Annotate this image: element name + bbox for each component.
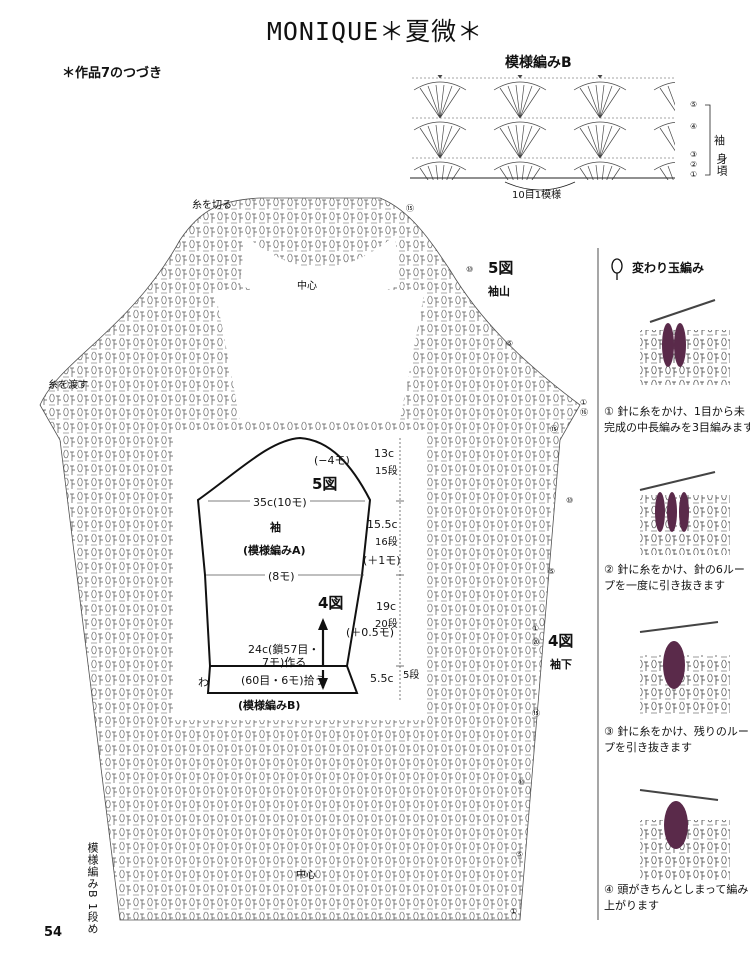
schematic-pattern-a: (模様編みA) <box>243 544 306 557</box>
fig5-name: 袖山 <box>488 285 510 298</box>
row-marker: ① <box>510 907 518 916</box>
pattern-b-repeat-label: 10目1模様 <box>512 190 562 201</box>
dim-height-55: 5.5c <box>370 672 394 685</box>
pattern-b-row-2: ② <box>690 160 698 169</box>
technique-step-2: ② 針に糸をかけ、針の6ループを一度に引き抜きます <box>604 562 750 594</box>
schematic-cast-on-1: 24c(鎖57目・ <box>248 643 320 656</box>
step4-illustration <box>639 789 730 880</box>
row-marker: ⑩ <box>466 265 474 274</box>
step-number: ① <box>604 405 614 418</box>
dim-height-19: 19c <box>376 600 397 613</box>
step-text: 針に糸をかけ、針の6ループを一度に引き抜きます <box>604 563 745 592</box>
schematic-plus1: (＋1モ) <box>363 554 401 567</box>
pattern-b-title: 模様編みB <box>505 55 572 71</box>
step-text: 頭がきちんとしまって編み上がります <box>604 883 749 912</box>
technique-step-4: ④ 頭がきちんとしまって編み上がります <box>604 882 750 914</box>
page-title: MONIQUE＊夏微＊ <box>266 17 484 46</box>
pattern-b-body-label: 身頃 <box>715 153 728 177</box>
row-marker: ⑯ <box>580 408 588 417</box>
technique-title: 変わり玉編み <box>632 261 705 275</box>
row-marker: ⑤ <box>516 850 524 859</box>
pattern-b-row-1: ① <box>690 170 698 179</box>
schematic-8mo: (8モ) <box>265 568 298 584</box>
center-bottom-label: 中心 <box>296 870 316 881</box>
row-marker: ⑮ <box>532 709 540 718</box>
row-marker: ⑮ <box>406 204 414 213</box>
fig4-label: 4図 <box>548 632 574 650</box>
schematic-piece-name: 袖 <box>270 521 281 534</box>
row-marker: ⑤ <box>506 339 514 348</box>
row-marker: ⑩ <box>518 778 526 787</box>
schematic-minus4: (−4モ) <box>314 454 350 467</box>
step-number: ② <box>604 563 614 576</box>
dim-height-13: 13c <box>374 447 395 460</box>
schematic-pickup: (60目・6モ)拾う <box>241 674 326 687</box>
step-number: ④ <box>604 883 614 896</box>
fig4-name: 袖下 <box>550 658 572 671</box>
fig5-label: 5図 <box>488 259 514 277</box>
step-text: 針に糸をかけ、1目から未完成の中長編みを3目編みます <box>604 405 750 434</box>
dim-rows-20: 20段 <box>375 619 398 630</box>
schematic-fig4: 4図 <box>318 594 344 612</box>
pass-yarn-label: 糸を渡す <box>48 380 88 391</box>
schematic-pattern-b: (模様編みB) <box>238 699 301 712</box>
schematic-wa: わ <box>198 676 209 689</box>
technique-step-3: ③ 針に糸をかけ、残りのループを引き抜きます <box>604 724 750 756</box>
continuation-note: ＊作品7のつづき <box>62 66 163 81</box>
row-marker: ⑮ <box>550 425 558 434</box>
step3-illustration <box>639 621 730 715</box>
pattern-b-row-4: ④ <box>690 122 698 131</box>
schematic-plus05: (＋0.5モ) <box>346 626 395 639</box>
pattern-b-row-5: ⑤ <box>690 100 698 109</box>
center-top-label: 中心 <box>297 281 317 292</box>
schematic-fig5: 5図 <box>312 475 338 493</box>
pattern-b-sleeve-label: 袖 <box>714 134 725 147</box>
row-marker: ⑩ <box>566 496 574 505</box>
technique-step-1: ① 針に糸をかけ、1目から未完成の中長編みを3目編みます <box>604 404 750 436</box>
row-marker: ⑳ <box>532 638 540 647</box>
dim-height-155: 15.5c <box>367 518 398 531</box>
dim-rows-16: 16段 <box>375 537 398 548</box>
pattern-b-first-row-label: 模様編みB 1段め <box>86 842 99 936</box>
dim-rows-5: 5段 <box>403 670 420 681</box>
row-marker: ① <box>532 624 540 633</box>
schematic-width-35: 35c(10モ) <box>250 494 310 510</box>
dim-rows-15: 15段 <box>375 466 398 477</box>
pattern-b-row-3: ③ <box>690 150 698 159</box>
cut-yarn-label: 糸を切る <box>192 200 232 211</box>
page-number: 54 <box>44 925 63 940</box>
step1-illustration <box>640 299 730 385</box>
step-text: 針に糸をかけ、残りのループを引き抜きます <box>604 725 749 754</box>
row-marker: ① <box>580 398 588 407</box>
step2-illustration <box>639 471 730 555</box>
row-marker: ⑤ <box>548 567 556 576</box>
schematic-cast-on-2: 7モ)作る <box>262 656 307 669</box>
step-number: ③ <box>604 725 614 738</box>
